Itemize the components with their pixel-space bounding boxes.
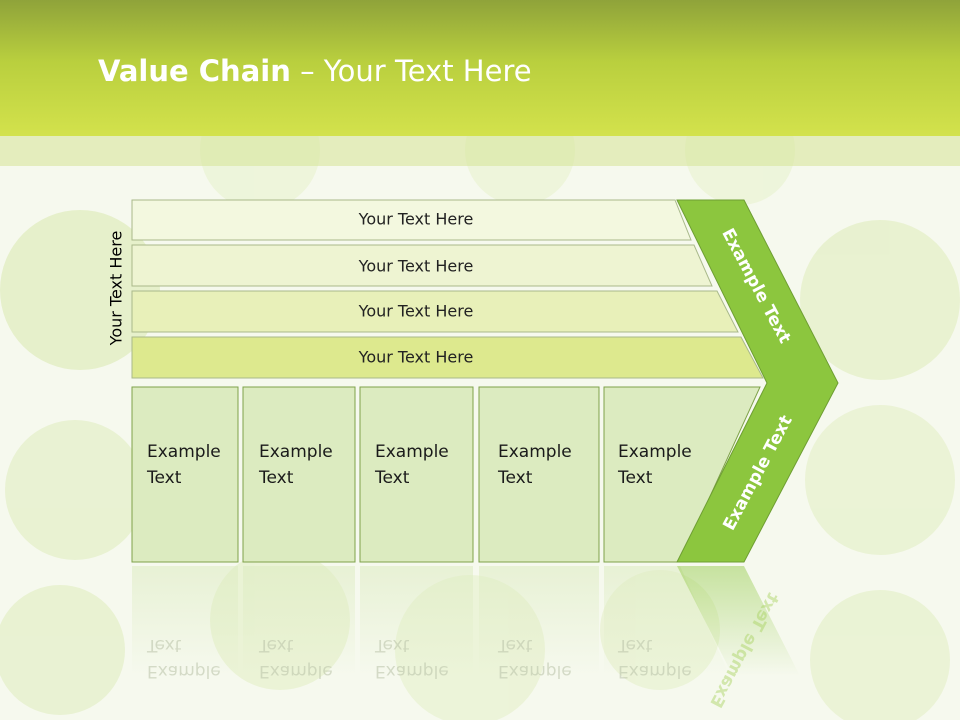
title-rest: – Your Text Here [290,54,532,88]
lime-slice [800,220,960,380]
bar-shape [131,244,713,287]
bar-label: Your Text Here [358,256,474,276]
activity-box [242,386,356,563]
chevron-arrow [676,199,839,563]
box-reflection [132,566,238,676]
bar-label: Your Text Here [358,347,474,367]
side-label: Your Text Here [106,230,126,346]
lime-slice [810,590,950,720]
bar-shape [131,290,739,333]
bar-label: Your Text Here [358,301,474,321]
header-band [0,0,960,136]
slide-title: Value Chain – Your Text Here [98,54,532,88]
chevron-reflection [677,566,800,676]
title-bold: Value Chain [98,54,291,88]
lime-slice [805,405,955,555]
box-reflection [479,566,599,676]
header-strip [0,136,960,166]
box-reflection [360,566,473,676]
activity-box [359,386,474,563]
activity-box [478,386,600,563]
box-reflection [243,566,355,676]
bar-shape [131,336,764,379]
bar-label: Your Text Here [358,209,474,229]
lime-slice [5,420,145,560]
bar-shape [131,199,692,241]
box-reflection [604,566,730,676]
lime-slice [0,210,160,370]
lime-slice [0,585,125,715]
activity-box [131,386,239,563]
